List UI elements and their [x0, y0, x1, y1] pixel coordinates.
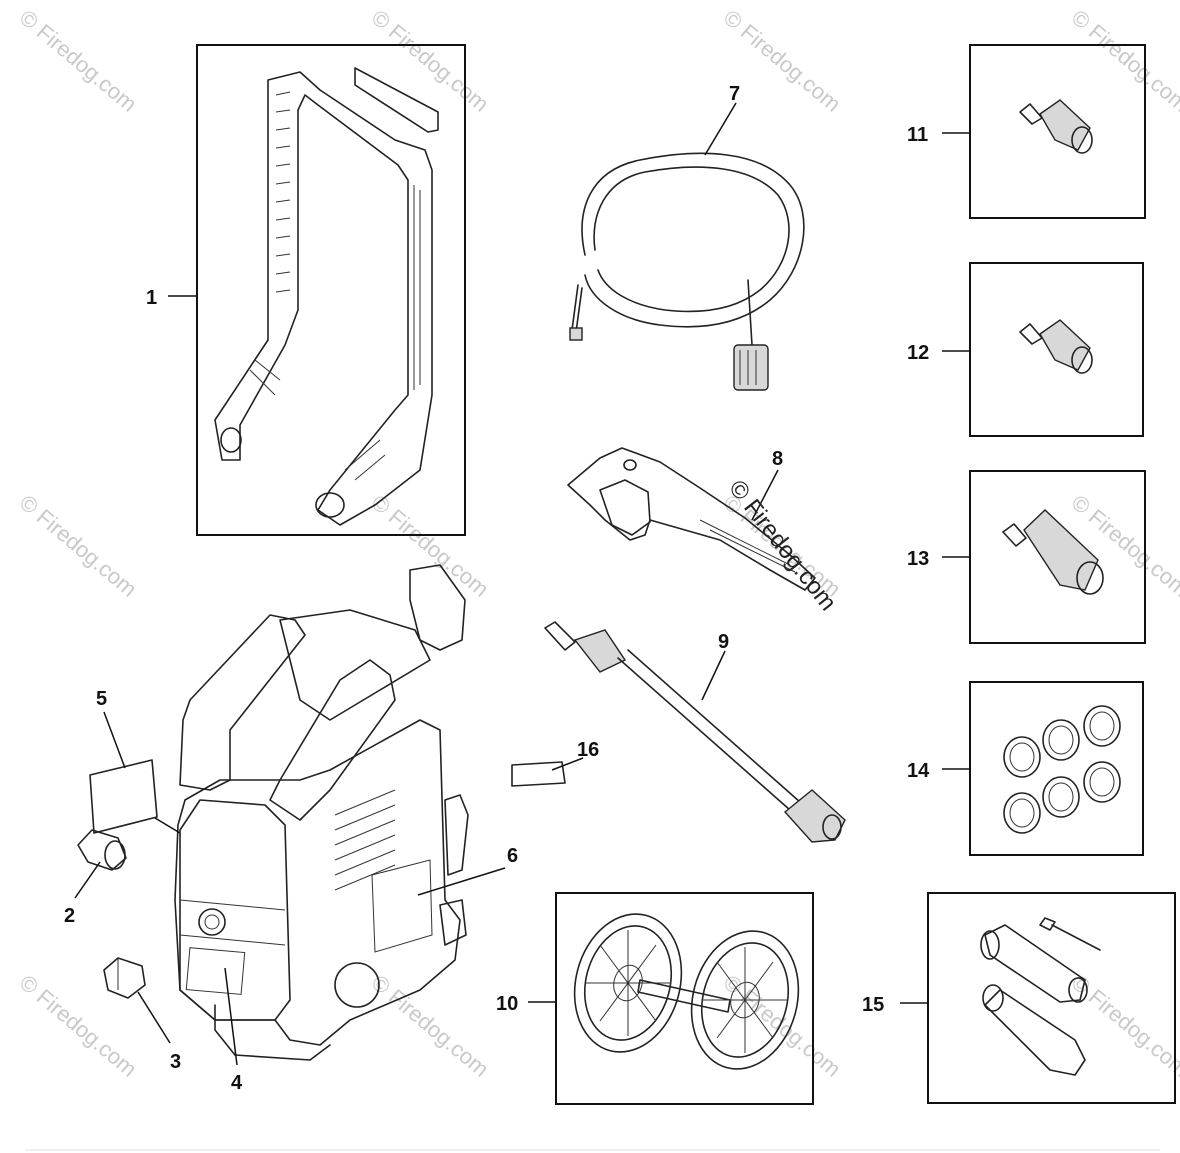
callout-14: 14: [907, 760, 930, 782]
callout-10: 10: [496, 993, 518, 1015]
leader-line-7: [704, 102, 737, 156]
part-13-turbo-nozzle: [969, 470, 1146, 644]
part-10-box: [555, 892, 814, 1105]
callout-1: 1: [146, 287, 157, 309]
watermark-layer: © Firedog.com © Firedog.com © Firedog.co…: [15, 5, 1180, 1082]
callout-16: 16: [577, 739, 599, 761]
callout-8: 8: [772, 448, 783, 470]
callout-13: 13: [907, 548, 929, 570]
leader-line-4: [224, 967, 238, 1066]
watermark: © Firedog.com: [367, 5, 494, 117]
part-7-hose: [569, 152, 805, 391]
part-5-decal: [89, 759, 158, 834]
part-11-box: [969, 44, 1146, 219]
callout-3: 3: [170, 1051, 181, 1073]
leader-line-6: [417, 867, 506, 896]
part-12-nozzle: [969, 262, 1144, 437]
callout-7: 7: [729, 83, 740, 105]
part-2-cap: [77, 829, 127, 871]
callout-11: 11: [907, 124, 928, 146]
part-1-box: [196, 44, 466, 536]
leader-line-3: [137, 991, 171, 1044]
watermark: © Firedog.com: [15, 970, 142, 1082]
callout-9: 9: [718, 631, 729, 653]
callout-15: 15: [862, 994, 884, 1016]
watermark: © Firedog.com: [15, 5, 142, 117]
leader-line-5b: [154, 817, 181, 834]
callout-6: 6: [507, 845, 518, 867]
part-16-decal: [511, 761, 566, 787]
hose-fitting-left: [569, 327, 583, 341]
callout-12: 12: [907, 342, 929, 364]
watermark: © Firedog.com: [367, 490, 494, 602]
part-14-o-rings: [969, 681, 1144, 856]
callout-2: 2: [64, 905, 75, 927]
part-12-box: [969, 262, 1144, 437]
part-14-box: [969, 681, 1144, 856]
part-15-box: [927, 892, 1176, 1104]
part-11-nozzle: [969, 44, 1146, 219]
part-9-wand: [544, 621, 846, 843]
part-8-spray-gun: [567, 447, 816, 591]
leader-line-2: [74, 861, 101, 899]
part-10-wheels: [555, 892, 814, 1105]
part-1-handle-frame: [196, 44, 466, 536]
callout-4: 4: [231, 1072, 243, 1094]
main-housing: [174, 564, 469, 1061]
part-15-hardware: [927, 892, 1176, 1104]
leader-line-16: [551, 757, 584, 771]
leader-line-8: [751, 469, 779, 521]
watermark: © Firedog.com: [15, 490, 142, 602]
watermark: © Firedog.com: [1067, 5, 1180, 117]
front-knob: [198, 908, 226, 936]
leader-line-9: [701, 650, 726, 701]
watermark: © Firedog.com: [367, 970, 494, 1082]
part-3-plug: [103, 957, 146, 999]
leader-line-5: [103, 711, 126, 769]
hose-fitting-right: [733, 344, 769, 391]
callout-5: 5: [96, 688, 107, 710]
